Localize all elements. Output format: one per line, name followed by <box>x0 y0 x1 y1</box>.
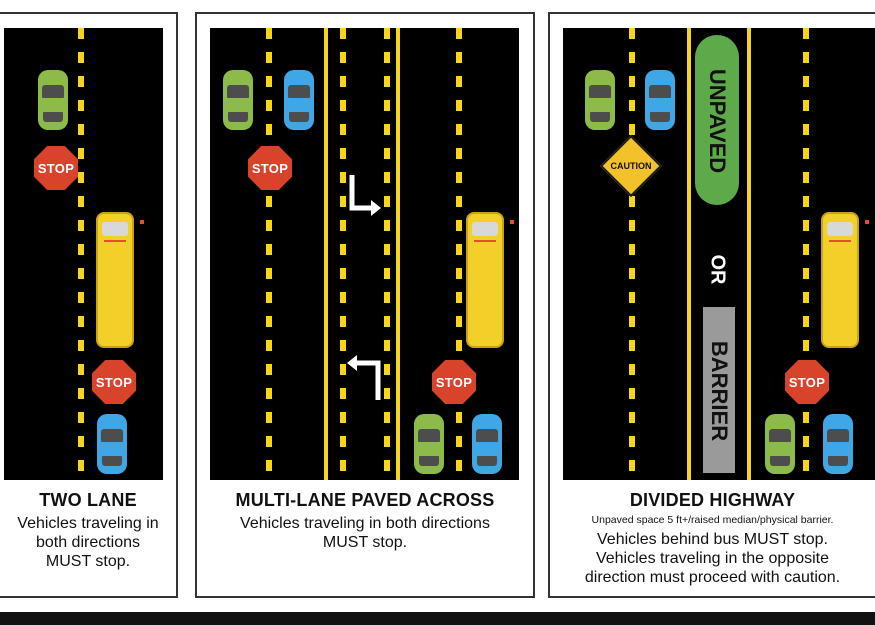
bus-light-icon <box>865 220 869 224</box>
panel-description: Vehicles behind bus MUST stop. Vehicles … <box>584 531 841 586</box>
car-icon <box>585 70 615 130</box>
panel-description: Vehicles traveling in both directions MU… <box>17 515 159 570</box>
barrier-label: BARRIER <box>707 340 732 442</box>
panel-title: TWO LANE <box>39 490 137 510</box>
bottom-rule <box>0 612 875 625</box>
panel-note: Unpaved space 5 ft+/raised median/physic… <box>591 514 834 526</box>
stop-sign: STOP <box>432 360 476 404</box>
road-two-lane: STOP STOP <box>4 28 163 480</box>
school-bus-icon <box>821 212 859 348</box>
or-label: OR <box>706 254 729 285</box>
stop-sign: STOP <box>785 360 829 404</box>
unpaved-label: UNPAVED <box>705 68 730 174</box>
lane-line <box>629 28 635 480</box>
car-icon <box>765 414 795 474</box>
stop-sign: STOP <box>248 146 292 190</box>
physical-barrier <box>703 307 735 473</box>
lane-line <box>340 28 346 480</box>
car-icon <box>645 70 675 130</box>
turn-arrow-icon <box>347 355 381 400</box>
car-icon <box>472 414 502 474</box>
car-icon <box>223 70 253 130</box>
road-multi-lane: STOP STOP <box>210 28 519 480</box>
edge-line <box>687 28 691 480</box>
car-icon <box>38 70 68 130</box>
car-icon <box>414 414 444 474</box>
bus-light-icon <box>510 220 514 224</box>
lane-line <box>384 28 390 480</box>
car-icon <box>97 414 127 474</box>
center-line-right <box>396 28 400 480</box>
stop-sign: STOP <box>92 360 136 404</box>
center-line <box>78 28 84 480</box>
car-icon <box>823 414 853 474</box>
caution-sign-label: CAUTION <box>610 161 652 171</box>
turn-arrow-icon <box>349 175 381 216</box>
school-bus-icon <box>96 212 134 348</box>
lane-line <box>456 28 462 480</box>
panel-title: MULTI-LANE PAVED ACROSS <box>235 490 495 510</box>
panel-description: Vehicles traveling in both directions MU… <box>240 515 490 551</box>
panel-multi-lane: STOP STOP MULTI-LANE PAVED ACROSS Vehicl… <box>195 12 535 598</box>
center-line-left <box>324 28 328 480</box>
lane-line <box>803 28 809 480</box>
bus-light-icon <box>140 220 144 224</box>
school-bus-icon <box>466 212 504 348</box>
lane-line <box>266 28 272 480</box>
edge-line <box>747 28 751 480</box>
car-icon <box>284 70 314 130</box>
unpaved-median <box>695 35 739 205</box>
panel-two-lane: STOP STOP TWO LANE Vehicles traveling in… <box>0 12 178 598</box>
panel-title: DIVIDED HIGHWAY <box>629 490 796 510</box>
stop-sign: STOP <box>34 146 78 190</box>
